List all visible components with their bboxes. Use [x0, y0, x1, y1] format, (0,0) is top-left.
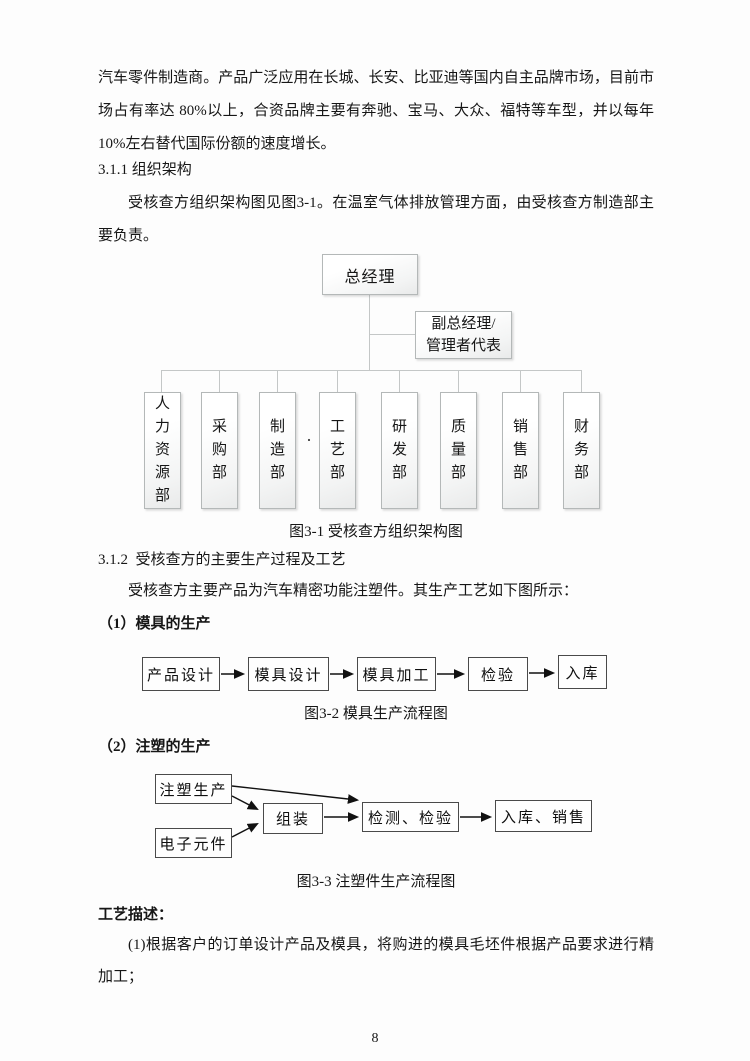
org-drop-line: [520, 370, 521, 392]
paragraph-org-intro: 受核查方组织架构图见图3-1。在温室气体排放管理方面，由受核查方制造部主要负责。: [98, 195, 654, 244]
org-dept-box-manufacturing: 制造部: [259, 392, 296, 509]
org-drop-line: [399, 370, 400, 392]
caption-fig-3-2: 图3-2 模具生产流程图: [304, 706, 448, 722]
flow2-box-assembly: 组装: [263, 803, 323, 834]
org-drop-line: [161, 370, 162, 392]
caption-fig-3-3: 图3-3 注塑件生产流程图: [296, 874, 456, 890]
flow2-label: 检测、检验: [367, 810, 453, 827]
org-line-deputy-branch: [370, 334, 415, 335]
flow2-label: 注塑生产: [159, 782, 228, 799]
org-dept-label: 工艺部: [329, 419, 345, 481]
flow1-label: 入库: [565, 665, 600, 682]
paragraph-process-item1: (1)根据客户的订单设计产品及模具，将购进的模具毛坯件根据产品要求进行精加工；: [98, 937, 654, 985]
org-dept-label: 质量部: [450, 419, 466, 481]
org-label-general-manager: 总经理: [344, 268, 396, 286]
flow1-box-inspection: 检验: [468, 657, 528, 691]
org-label-deputy-line2: 管理者代表: [425, 338, 501, 354]
heading-3-1-2: 3.1.2 受核查方的主要生产过程及工艺: [98, 552, 346, 568]
page-number: 8: [371, 1031, 379, 1046]
caption-fig-3-1: 图3-1 受核查方组织架构图: [289, 524, 463, 540]
subheading-injection-production: （2）注塑的生产: [98, 739, 211, 755]
org-dept-box-sales: 销售部: [502, 392, 539, 509]
flow2-label: 电子元件: [159, 836, 228, 853]
org-dept-box-process: 工艺部: [319, 392, 356, 509]
org-dept-box-quality: 质量部: [440, 392, 477, 509]
flow1-label: 模具加工: [362, 667, 431, 684]
org-drop-line: [277, 370, 278, 392]
flow1-label: 模具设计: [254, 667, 323, 684]
paragraph-intro: 汽车零件制造商。产品广泛应用在长城、长安、比亚迪等国内自主品牌市场，目前市场占有…: [98, 70, 654, 152]
flow2-arrow-direct-to-inspection: [231, 785, 360, 804]
org-box-general-manager: 总经理: [322, 254, 418, 295]
flow1-box-warehouse: 入库: [558, 655, 607, 689]
org-drop-line: [337, 370, 338, 392]
heading-3-1-1: 3.1.1 组织架构: [98, 162, 192, 178]
flow2-arrow-injection-to-assembly: [231, 795, 259, 810]
org-dept-box-hr: 人力资源部: [144, 392, 181, 509]
org-dept-label: 人力资源部: [154, 396, 170, 504]
org-line-root-vertical: [369, 294, 370, 370]
stray-scan-dot: ·: [306, 430, 312, 450]
org-drop-line: [581, 370, 582, 392]
flow2-box-injection-production: 注塑生产: [155, 774, 232, 804]
org-dept-label: 销售部: [512, 419, 528, 481]
flow2-label: 组装: [275, 812, 310, 828]
org-drop-line: [458, 370, 459, 392]
flow2-box-testing-inspection: 检测、检验: [362, 802, 459, 832]
subheading-mold-production: （1）模具的生产: [98, 616, 211, 632]
org-label-deputy-line1: 副总经理/: [431, 316, 496, 332]
paragraph-product-intro: 受核查方主要产品为汽车精密功能注塑件。其生产工艺如下图所示：: [128, 583, 579, 599]
heading-process-description: 工艺描述：: [98, 907, 174, 923]
flow2-arrow-components-to-assembly: [231, 823, 259, 838]
flow2-label: 入库、销售: [500, 809, 586, 826]
org-line-horizontal: [161, 370, 582, 371]
org-dept-label: 制造部: [269, 419, 285, 481]
org-dept-box-finance: 财务部: [563, 392, 600, 509]
flow2-box-warehouse-sales: 入库、销售: [495, 800, 592, 832]
flow1-box-mold-machining: 模具加工: [357, 657, 436, 691]
flow1-box-mold-design: 模具设计: [248, 657, 329, 691]
flow1-label: 产品设计: [146, 667, 215, 684]
org-box-deputy-manager: 副总经理/ 管理者代表: [415, 311, 512, 359]
org-dept-label: 采购部: [211, 419, 227, 481]
org-dept-box-rnd: 研发部: [381, 392, 418, 509]
flow1-box-product-design: 产品设计: [142, 657, 220, 691]
org-dept-label: 财务部: [573, 419, 589, 481]
org-dept-box-purchasing: 采购部: [201, 392, 238, 509]
org-dept-label: 研发部: [391, 419, 407, 481]
flow2-box-electronic-components: 电子元件: [155, 828, 232, 858]
flow1-label: 检验: [480, 667, 515, 684]
org-drop-line: [219, 370, 220, 392]
